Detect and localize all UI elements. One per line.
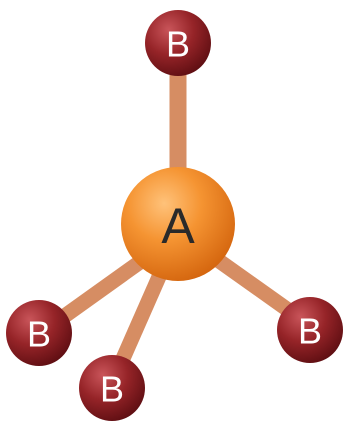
outer-atom-top: B xyxy=(145,10,211,76)
outer-atom-sphere xyxy=(145,10,211,76)
outer-atom-label: B xyxy=(27,314,51,355)
central-atom-sphere xyxy=(121,167,235,281)
central-atom-label: A xyxy=(161,198,195,254)
bond-left xyxy=(47,255,145,332)
outer-atom-sphere xyxy=(6,300,72,366)
outer-atom-right: B xyxy=(277,297,343,363)
outer-atom-label: B xyxy=(298,311,322,352)
outer-atom-sphere xyxy=(277,297,343,363)
outer-atom-left: B xyxy=(6,300,72,366)
outer-atom-bottom: B xyxy=(79,355,145,421)
central-atom: A xyxy=(121,167,235,281)
outer-atom-sphere xyxy=(79,355,145,421)
bond-bottom xyxy=(111,266,169,374)
outer-atom-label: B xyxy=(100,369,124,410)
outer-atom-label: B xyxy=(166,24,190,65)
